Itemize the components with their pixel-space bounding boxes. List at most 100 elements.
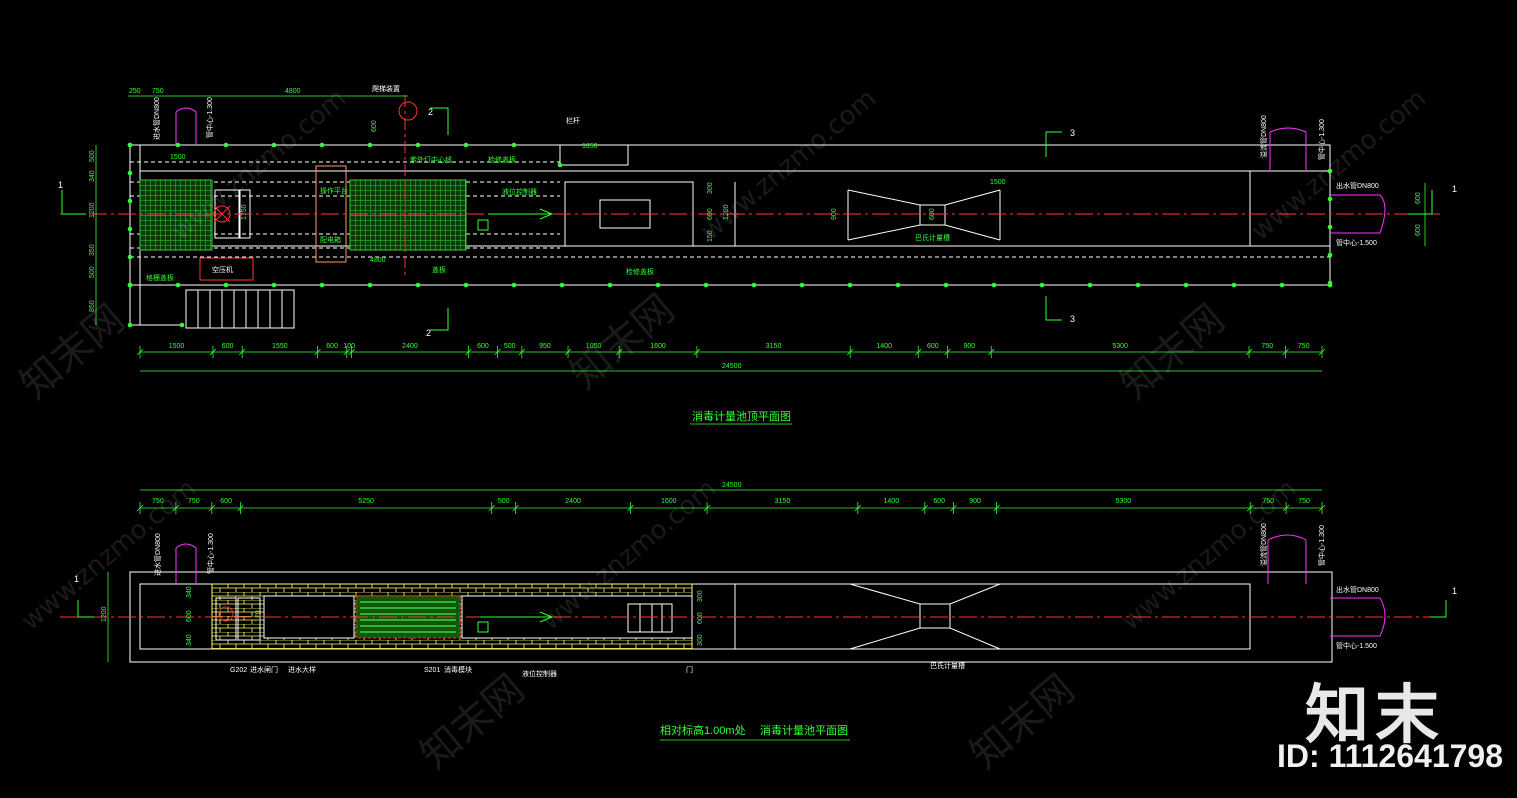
rail-post bbox=[1087, 282, 1093, 288]
outer-slab bbox=[129, 144, 1331, 286]
dim-value: 600 bbox=[222, 343, 234, 350]
f900: 900 bbox=[831, 208, 838, 220]
p1-top-dim: 250 bbox=[129, 88, 141, 95]
drain-pipe bbox=[1269, 127, 1307, 171]
p1-top-dim: 4800 bbox=[285, 88, 301, 95]
plan-top-view bbox=[60, 95, 1440, 331]
p1-left-dim: 500 bbox=[89, 266, 96, 278]
d1200: 1200 bbox=[723, 204, 730, 220]
sec-1-right: 1 bbox=[1452, 184, 1457, 194]
p2-d300b: 300 bbox=[697, 634, 704, 646]
rail-post bbox=[223, 142, 229, 148]
grating-left-label: 格栅盖板 bbox=[146, 273, 174, 282]
p1-title: 消毒计量池顶平面图 bbox=[692, 409, 791, 423]
rail-post bbox=[847, 282, 853, 288]
rail-post bbox=[1327, 168, 1333, 174]
p2-left-dim: 340 bbox=[186, 634, 193, 646]
rail-post bbox=[319, 142, 325, 148]
rail-post bbox=[607, 282, 613, 288]
rail-post bbox=[1279, 282, 1285, 288]
p1-left-dim: 1200 bbox=[89, 202, 96, 218]
p2-flume: 巴氏计量槽 bbox=[930, 661, 965, 670]
dim-value: 1600 bbox=[650, 343, 666, 350]
p1-total: 24500 bbox=[722, 363, 742, 370]
pipe-left-label: 进水管DN800 bbox=[152, 97, 161, 140]
drain-label: 溢流管DN800 bbox=[1259, 115, 1268, 158]
rail-post bbox=[895, 282, 901, 288]
dim-value: 750 bbox=[1298, 498, 1310, 505]
rail-post bbox=[127, 198, 133, 204]
flume-label: 巴氏计量槽 bbox=[915, 233, 950, 242]
grating-left bbox=[139, 179, 213, 251]
plan1-ticks bbox=[136, 346, 1326, 358]
rail-post bbox=[127, 226, 133, 232]
p1-left-dim: 500 bbox=[89, 150, 96, 162]
rail-post bbox=[463, 142, 469, 148]
dim-value: 750 bbox=[1298, 343, 1310, 350]
rail-post bbox=[1135, 282, 1141, 288]
rail-post bbox=[127, 282, 133, 288]
p1-left-dim: 340 bbox=[89, 170, 96, 182]
p2-drain: 溢流管DN800 bbox=[1259, 523, 1268, 566]
inlet-pipe-2 bbox=[175, 543, 197, 584]
p2-level: 液位控制器 bbox=[522, 669, 557, 678]
rail-post bbox=[223, 282, 229, 288]
rail-post bbox=[367, 282, 373, 288]
rail-post bbox=[127, 254, 133, 260]
dim-1500: 1500 bbox=[170, 154, 186, 161]
p2-left-dim: 1200 bbox=[101, 606, 108, 622]
stair bbox=[185, 289, 295, 329]
p2-left-dim: 340 bbox=[186, 586, 193, 598]
rail-post bbox=[991, 282, 997, 288]
pipe-right-center: 管中心-1.500 bbox=[1336, 238, 1377, 247]
rail-post bbox=[1039, 282, 1045, 288]
rail-post bbox=[1327, 280, 1333, 286]
pipe-right-label: 出水管DN800 bbox=[1336, 181, 1379, 190]
dim-value: 2400 bbox=[402, 343, 418, 350]
f600: 600 bbox=[929, 208, 936, 220]
rail-post bbox=[175, 282, 181, 288]
rail-post bbox=[943, 282, 949, 288]
p2-door: 门 bbox=[686, 665, 693, 674]
dim-value: 750 bbox=[1262, 498, 1274, 505]
p1-left-dim: 850 bbox=[89, 300, 96, 312]
p2-d600: 600 bbox=[697, 612, 704, 624]
drain-pipe-2 bbox=[1267, 534, 1307, 584]
dim-value: 1400 bbox=[884, 498, 900, 505]
rail-post bbox=[319, 282, 325, 288]
p1-top-dim: 750 bbox=[152, 88, 164, 95]
rail-post bbox=[751, 282, 757, 288]
dim-value: 2400 bbox=[565, 498, 581, 505]
dim-value: 1600 bbox=[661, 498, 677, 505]
p2-sec1r: 1 bbox=[1452, 586, 1457, 596]
image-id: ID: 1112641798 bbox=[1277, 738, 1503, 774]
rail-post bbox=[271, 282, 277, 288]
f1500: 1500 bbox=[990, 179, 1006, 186]
rail-post bbox=[1327, 252, 1333, 258]
pipe-left-center: 管中心-1.300 bbox=[205, 97, 214, 138]
r600a: 600 bbox=[1415, 192, 1422, 204]
rail-post bbox=[511, 282, 517, 288]
rail-post bbox=[557, 162, 563, 168]
sec-1-left: 1 bbox=[58, 180, 63, 190]
plan2-ticks bbox=[136, 502, 1326, 514]
p2-pipe-right-center: 管中心-1.500 bbox=[1336, 641, 1377, 650]
rect-label-2: 配电箱 bbox=[320, 235, 341, 244]
p2-total: 24500 bbox=[722, 482, 742, 489]
p2-title-prefix: 相对标高1.00m处 bbox=[660, 723, 746, 737]
sec-3-bottom: 3 bbox=[1070, 314, 1075, 324]
dim-value: 3150 bbox=[766, 343, 782, 350]
grating-right bbox=[349, 179, 467, 251]
p2-pipe-left: 进水管DN800 bbox=[153, 533, 162, 576]
rail-post bbox=[127, 142, 133, 148]
dim-value: 900 bbox=[964, 343, 976, 350]
p2-pipe-left-center: 管中心-1.300 bbox=[206, 533, 215, 574]
rail-post bbox=[799, 282, 805, 288]
p2-s201: S201 bbox=[424, 667, 440, 674]
plan-section-view bbox=[60, 534, 1447, 663]
rail-post bbox=[415, 282, 421, 288]
p2-g202: G202 bbox=[230, 667, 247, 674]
dim-value: 600 bbox=[477, 343, 489, 350]
dim-value: 750 bbox=[188, 498, 200, 505]
